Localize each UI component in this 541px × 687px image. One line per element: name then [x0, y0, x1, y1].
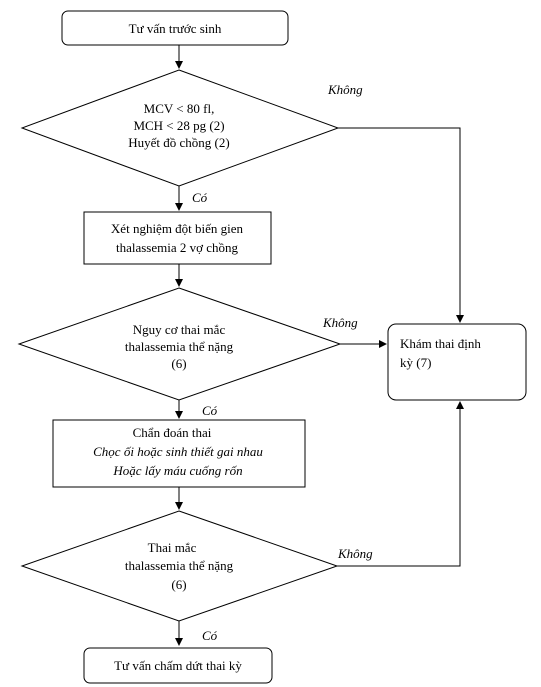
label-yes-3: Có	[202, 628, 218, 643]
decision2-line2: thalassemia thể nặng	[125, 339, 234, 354]
genetic-test-line2: thalassemia 2 vợ chồng	[116, 240, 239, 255]
decision3-diamond: Thai mắc thalassemia thể nặng (6)	[20, 510, 339, 622]
decision3-line2: thalassemia thể nặng	[125, 558, 234, 573]
start-node: Tư vấn trước sinh	[61, 10, 289, 46]
diagnosis-line2: Chọc ối hoặc sinh thiết gai nhau	[93, 444, 263, 459]
label-no-3: Không	[337, 546, 373, 561]
decision2-diamond: Nguy cơ thai mắc thalassemia thể nặng (6…	[17, 287, 342, 401]
genetic-test-line1: Xét nghiệm đột biến gien	[111, 221, 244, 236]
decision1-diamond: MCV < 80 fl, MCH < 28 pg (2) Huyết đồ ch…	[20, 69, 340, 187]
decision3-line1: Thai mắc	[148, 540, 197, 555]
arrow-decision1-no-to-exam	[338, 127, 464, 323]
label-yes-1: Có	[192, 190, 208, 205]
decision1-line1: MCV < 80 fl,	[144, 101, 215, 116]
decision1-line2: MCH < 28 pg (2)	[133, 118, 224, 133]
decision2-line3: (6)	[171, 356, 186, 371]
routine-exam-line2: kỳ (7)	[400, 355, 431, 370]
arrow-decision3-no-to-exam	[337, 401, 464, 567]
routine-exam-box: Khám thai định kỳ (7)	[387, 323, 527, 401]
end-node-label: Tư vấn chấm dứt thai kỳ	[114, 658, 242, 673]
genetic-test-box: Xét nghiệm đột biến gien thalassemia 2 v…	[83, 211, 272, 265]
decision1-line3: Huyết đồ chồng (2)	[128, 135, 229, 150]
diagnosis-line1: Chẩn đoán thai	[133, 425, 212, 440]
label-yes-2: Có	[202, 403, 218, 418]
diagnosis-box: Chẩn đoán thai Chọc ối hoặc sinh thiết g…	[52, 419, 306, 488]
decision3-line3: (6)	[171, 577, 186, 592]
label-no-2: Không	[322, 315, 358, 330]
label-no-1: Không	[327, 82, 363, 97]
routine-exam-line1: Khám thai định	[400, 336, 481, 351]
diagnosis-line3: Hoặc lấy máu cuống rốn	[112, 463, 242, 478]
start-node-label: Tư vấn trước sinh	[129, 21, 222, 36]
end-node: Tư vấn chấm dứt thai kỳ	[83, 647, 273, 684]
decision2-line1: Nguy cơ thai mắc	[133, 322, 226, 337]
